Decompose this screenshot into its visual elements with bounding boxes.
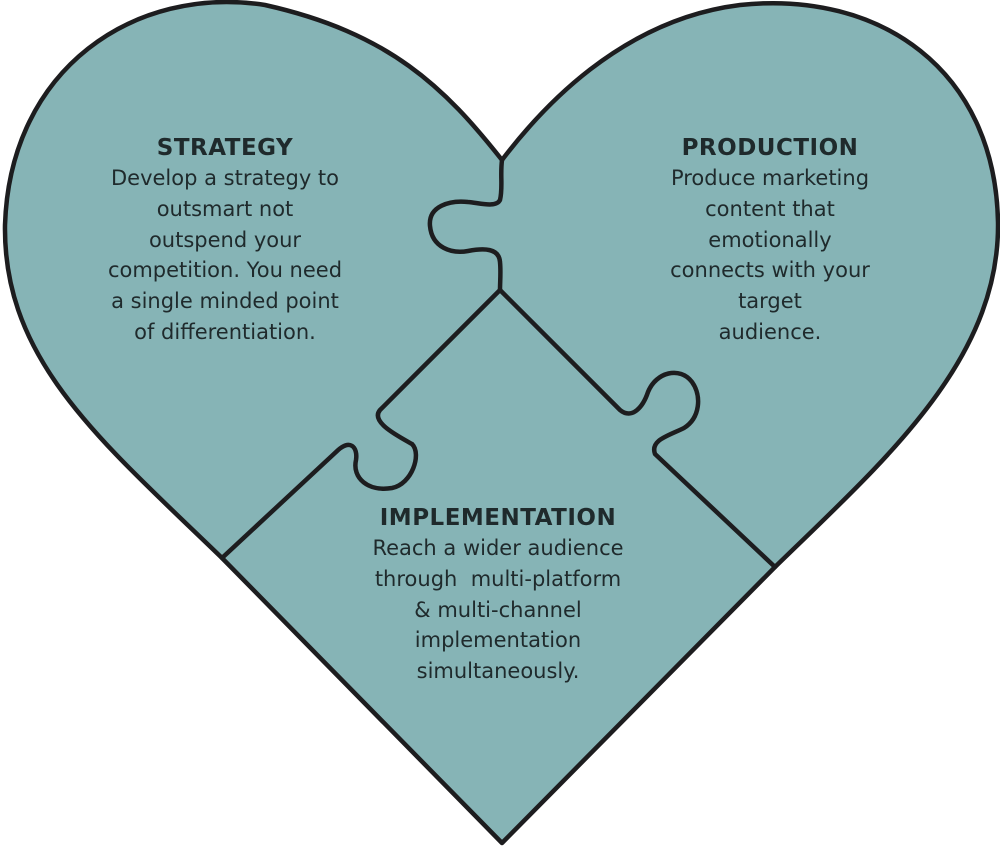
implementation-line: through multi-platform: [374, 566, 622, 591]
strategy-title: STRATEGY: [156, 135, 294, 161]
implementation-piece-text: IMPLEMENTATION Reach a wider audience th…: [318, 503, 678, 687]
seam-production-implementation: [497, 287, 778, 570]
production-title: PRODUCTION: [681, 135, 859, 161]
seam-strategy-implementation: [219, 287, 503, 561]
production-piece-text: PRODUCTION Produce marketing content tha…: [610, 133, 930, 348]
production-line: audience.: [718, 319, 822, 344]
seam-strategy-production: [427, 157, 505, 293]
strategy-description: Develop a strategy to outsmart not outsp…: [60, 163, 390, 348]
strategy-line: a single minded point: [111, 289, 339, 314]
strategy-line: competition. You need: [107, 258, 343, 283]
production-description: Produce marketing content that emotional…: [610, 163, 930, 348]
production-line: Produce marketing: [670, 166, 870, 190]
implementation-title: IMPLEMENTATION: [379, 505, 617, 531]
implementation-line: & multi-channel: [414, 597, 582, 622]
implementation-line: simultaneously.: [416, 659, 580, 684]
strategy-line: outsmart not: [156, 196, 294, 221]
strategy-line: of differentiation.: [134, 319, 316, 344]
production-line: target: [738, 289, 802, 314]
production-line: content that: [705, 196, 835, 221]
implementation-line: Reach a wider audience: [372, 536, 624, 560]
strategy-line: outspend your: [148, 227, 302, 252]
implementation-description: Reach a wider audience through multi-pla…: [318, 533, 678, 687]
implementation-line: implementation: [414, 628, 582, 653]
strategy-piece-text: STRATEGY Develop a strategy to outsmart …: [60, 133, 390, 348]
strategy-line: Develop a strategy to: [110, 166, 340, 190]
production-line: emotionally: [708, 227, 832, 252]
production-line: connects with your: [670, 258, 870, 283]
